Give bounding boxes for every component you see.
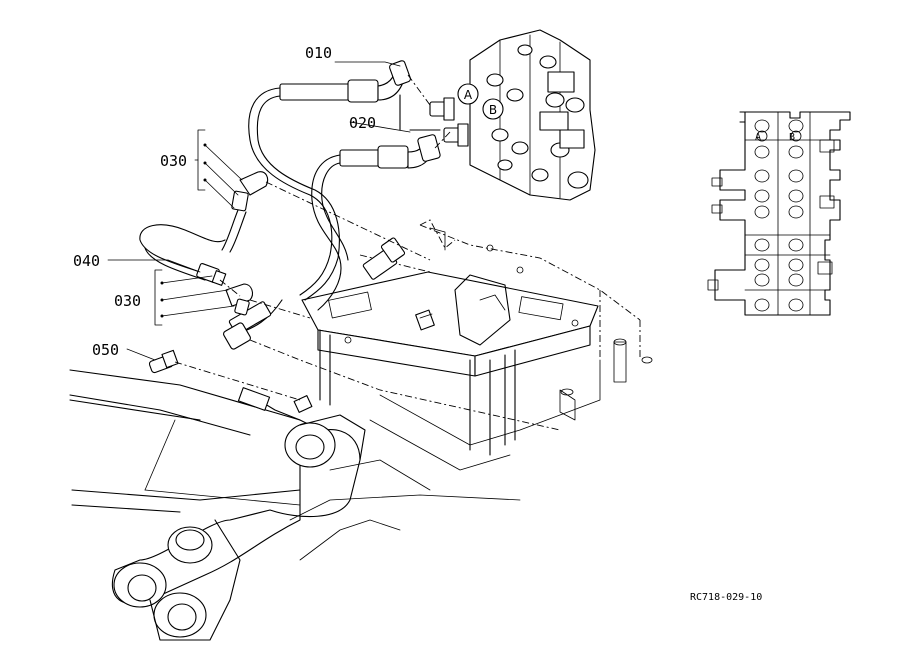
port-letter-b: B: [489, 103, 497, 117]
hose-040: [139, 224, 283, 350]
port-letter-a: A: [464, 88, 473, 102]
callout-050: 050: [92, 341, 119, 359]
control-valve: [469, 29, 596, 201]
boom-arm: [69, 369, 521, 641]
callout-040: 040: [73, 252, 100, 270]
elbow-030-upper: [221, 171, 269, 253]
connection-lines: [174, 74, 451, 401]
plate-adapter: [362, 237, 406, 280]
frame-base: [249, 219, 653, 471]
callout-030-lower: 030: [114, 292, 141, 310]
callout-leaders: [107, 61, 411, 361]
inset-port-letter-a: A: [755, 132, 761, 143]
callout-030-upper: 030: [160, 152, 187, 170]
fitting-050: [148, 349, 179, 374]
inset-port-letter-b: B: [789, 132, 795, 143]
valve-adapters: [399, 94, 469, 147]
drawing-reference-code: RC718-029-10: [690, 592, 762, 603]
callout-020: 020: [349, 114, 376, 132]
callout-010: 010: [305, 44, 332, 62]
hose-010: [248, 60, 411, 301]
port-marker-a: A: [457, 83, 479, 105]
valve-inset-schematic: A B: [707, 111, 851, 316]
port-marker-b: B: [482, 98, 504, 120]
hose-020: [311, 134, 441, 311]
